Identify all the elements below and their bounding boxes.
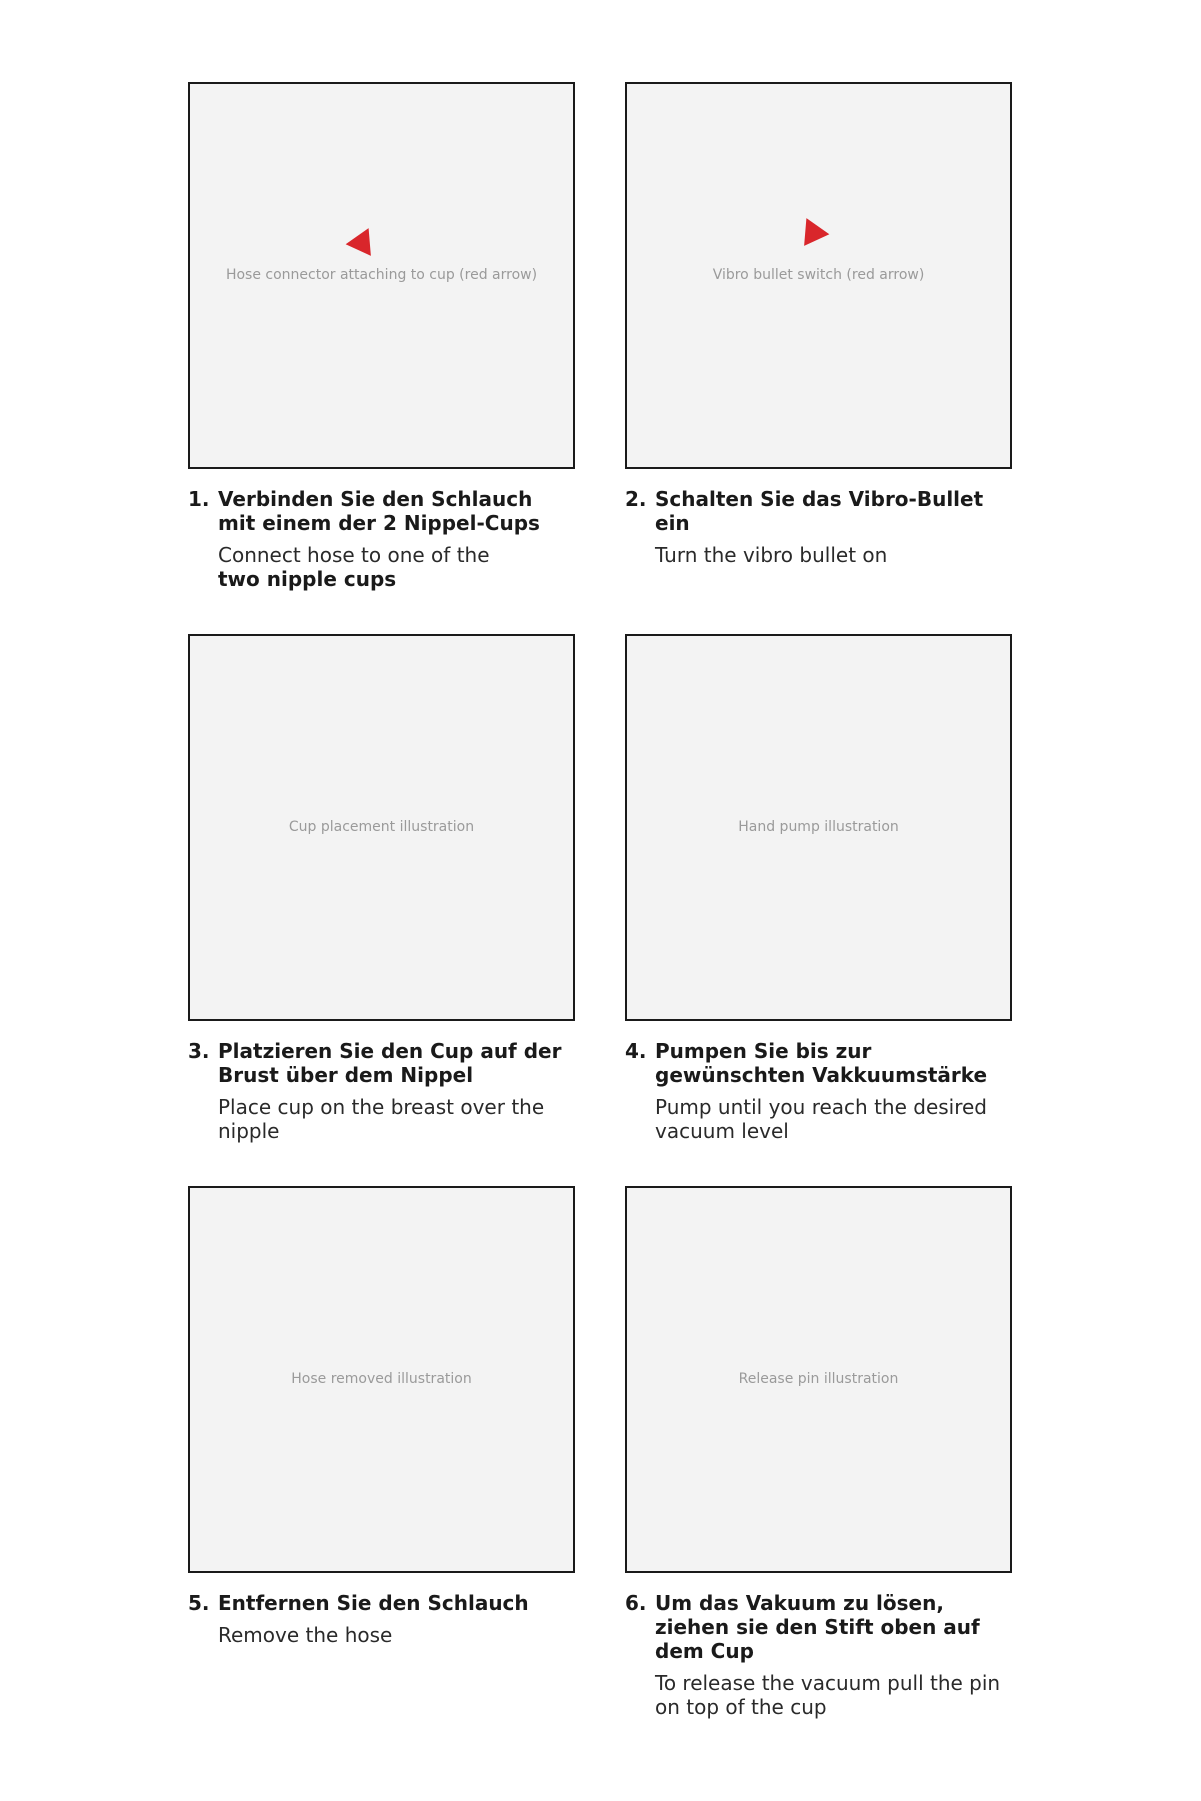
step-3: Cup placement illustration 3. Platzieren… xyxy=(188,634,575,1186)
step-2: Vibro bullet switch (red arrow) 2. Schal… xyxy=(625,82,1012,634)
step-6-illustration: Release pin illustration xyxy=(625,1186,1012,1573)
step-number: 6. xyxy=(625,1591,647,1615)
step-1: Hose connector attaching to cup (red arr… xyxy=(188,82,575,634)
step-5-caption: 5. Entfernen Sie den Schlauch Remove the… xyxy=(188,1591,575,1647)
step-1-caption: 1. Verbinden Sie den Schlauch mit einem … xyxy=(188,487,575,591)
german-instruction: Um das Vakuum zu lösen, ziehen sie den S… xyxy=(655,1591,980,1663)
step-number: 3. xyxy=(188,1039,210,1063)
instruction-grid: Hose connector attaching to cup (red arr… xyxy=(188,82,1012,1786)
illustration-placeholder: Hose connector attaching to cup (red arr… xyxy=(225,266,538,283)
german-instruction: Entfernen Sie den Schlauch xyxy=(218,1591,529,1615)
step-3-caption: 3. Platzieren Sie den Cup auf der Brust … xyxy=(188,1039,575,1143)
step-4-caption: 4. Pumpen Sie bis zur gewünschten Vakkuu… xyxy=(625,1039,1012,1143)
step-number: 5. xyxy=(188,1591,210,1615)
illustration-placeholder: Cup placement illustration xyxy=(288,818,475,835)
english-bold: two nipple cups xyxy=(218,567,397,591)
step-5-illustration: Hose removed illustration xyxy=(188,1186,575,1573)
illustration-placeholder: Release pin illustration xyxy=(738,1370,899,1387)
english-instruction: Place cup on the breast over the nipple xyxy=(218,1095,545,1143)
german-instruction: Platzieren Sie den Cup auf der Brust übe… xyxy=(218,1039,562,1087)
step-1-illustration: Hose connector attaching to cup (red arr… xyxy=(188,82,575,469)
illustration-placeholder: Hose removed illustration xyxy=(291,1370,472,1387)
english-instruction: To release the vacuum pull the pin on to… xyxy=(655,1671,1001,1719)
step-4-illustration: Hand pump illustration xyxy=(625,634,1012,1021)
step-5: Hose removed illustration 5. Entfernen S… xyxy=(188,1186,575,1786)
step-number: 2. xyxy=(625,487,647,511)
step-2-caption: 2. Schalten Sie das Vibro-Bullet ein Tur… xyxy=(625,487,1012,567)
english-instruction: Remove the hose xyxy=(218,1623,393,1647)
english-regular: Connect hose to one of the xyxy=(218,543,490,567)
step-2-illustration: Vibro bullet switch (red arrow) xyxy=(625,82,1012,469)
german-instruction: Pumpen Sie bis zur gewünschten Vakkuumst… xyxy=(655,1039,988,1087)
german-instruction: Verbinden Sie den Schlauch mit einem der… xyxy=(218,487,540,535)
illustration-placeholder: Hand pump illustration xyxy=(738,818,899,835)
step-6: Release pin illustration 6. Um das Vakuu… xyxy=(625,1186,1012,1786)
step-6-caption: 6. Um das Vakuum zu lösen, ziehen sie de… xyxy=(625,1591,1012,1719)
english-instruction: Turn the vibro bullet on xyxy=(655,543,888,567)
german-instruction: Schalten Sie das Vibro-Bullet ein xyxy=(655,487,984,535)
illustration-placeholder: Vibro bullet switch (red arrow) xyxy=(712,266,925,283)
step-number: 4. xyxy=(625,1039,647,1063)
step-4: Hand pump illustration 4. Pumpen Sie bis… xyxy=(625,634,1012,1186)
step-3-illustration: Cup placement illustration xyxy=(188,634,575,1021)
step-number: 1. xyxy=(188,487,210,511)
english-instruction: Pump until you reach the desired vacuum … xyxy=(655,1095,988,1143)
